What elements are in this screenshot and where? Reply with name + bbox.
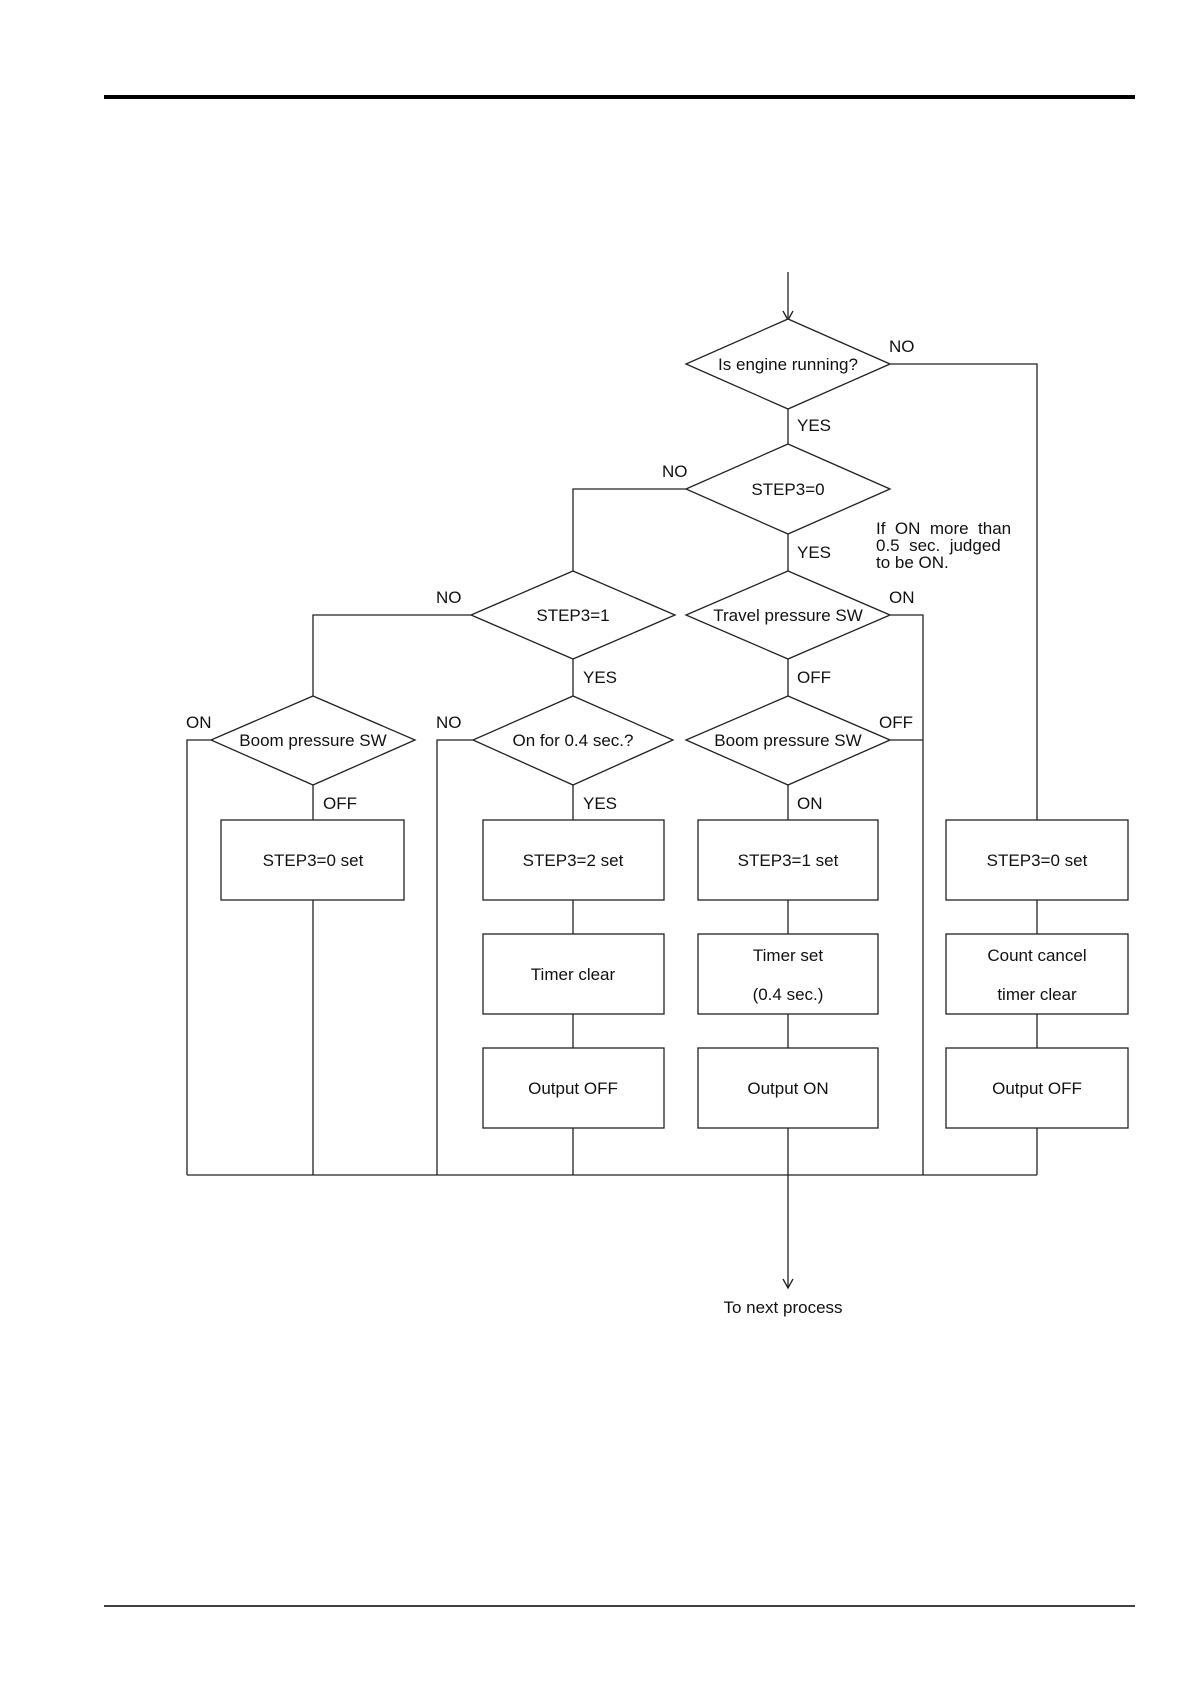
note-line: 0.5 sec. judged [876, 536, 1001, 555]
process-text: Output OFF [992, 1079, 1082, 1098]
decision-on-0-4-sec: On for 0.4 sec.? [471, 695, 675, 786]
label-on04-no: NO [436, 713, 462, 732]
label-engine-no: NO [889, 337, 915, 356]
process-text: Timer set [753, 946, 823, 965]
label-engine-yes: YES [797, 416, 831, 435]
process-text: Output ON [747, 1079, 828, 1098]
process-text: Timer clear [531, 965, 616, 984]
process-text: Output OFF [528, 1079, 618, 1098]
process-text: STEP3=0 set [263, 851, 364, 870]
decision-boom-pressure-mid: Boom pressure SW [684, 695, 892, 786]
decision-text: Is engine running? [718, 355, 858, 374]
end-label: To next process [723, 1298, 842, 1317]
process-output-off-a: Output OFF [482, 1047, 665, 1129]
process-step3-1-set: STEP3=1 set [697, 819, 879, 901]
decision-text: STEP3=0 [751, 480, 824, 499]
decision-boom-pressure-left: Boom pressure SW [209, 695, 417, 786]
decision-step3-1: STEP3=1 [469, 570, 677, 660]
label-travel-off: OFF [797, 668, 831, 687]
label-boom-left-off: OFF [323, 794, 357, 813]
process-output-off-b: Output OFF [945, 1047, 1129, 1129]
process-right-step3-0-set: STEP3=0 set [945, 819, 1129, 901]
label-boom-left-on: ON [186, 713, 212, 732]
process-left-step3-0-set: STEP3=0 set [220, 819, 405, 901]
process-text: Count cancel [987, 946, 1086, 965]
label-boom-mid-on: ON [797, 794, 823, 813]
process-text: timer clear [997, 985, 1077, 1004]
branch-labels: NO YES NO YES NO YES ON OFF ON OFF NO YE… [186, 337, 915, 813]
decision-text: STEP3=1 [536, 606, 609, 625]
label-step0-no: NO [662, 462, 688, 481]
decision-travel-pressure: Travel pressure SW [684, 570, 892, 660]
process-text: STEP3=0 set [987, 851, 1088, 870]
connectors [186, 272, 1038, 1290]
process-text: STEP3=2 set [523, 851, 624, 870]
note-line: If ON more than [876, 519, 1011, 538]
label-step1-yes: YES [583, 668, 617, 687]
process-step3-2-set: STEP3=2 set [482, 819, 665, 901]
process-output-on: Output ON [697, 1047, 879, 1129]
note-line: to be ON. [876, 553, 949, 572]
decision-text: Boom pressure SW [239, 731, 386, 750]
process-text: (0.4 sec.) [753, 985, 824, 1004]
decision-text: Travel pressure SW [713, 606, 863, 625]
process-timer-clear: Timer clear [482, 933, 665, 1015]
decision-engine-running: Is engine running? [684, 318, 892, 410]
label-step1-no: NO [436, 588, 462, 607]
label-on04-yes: YES [583, 794, 617, 813]
process-count-cancel: Count cancel timer clear [945, 933, 1129, 1015]
timing-note: If ON more than 0.5 sec. judged to be ON… [876, 519, 1011, 572]
label-travel-on: ON [889, 588, 915, 607]
process-timer-set: Timer set (0.4 sec.) [697, 933, 879, 1015]
decision-text: On for 0.4 sec.? [513, 731, 634, 750]
process-text: STEP3=1 set [738, 851, 839, 870]
decision-text: Boom pressure SW [714, 731, 861, 750]
label-step0-yes: YES [797, 543, 831, 562]
label-boom-mid-off: OFF [879, 713, 913, 732]
decision-step3-0: STEP3=0 [684, 443, 892, 535]
